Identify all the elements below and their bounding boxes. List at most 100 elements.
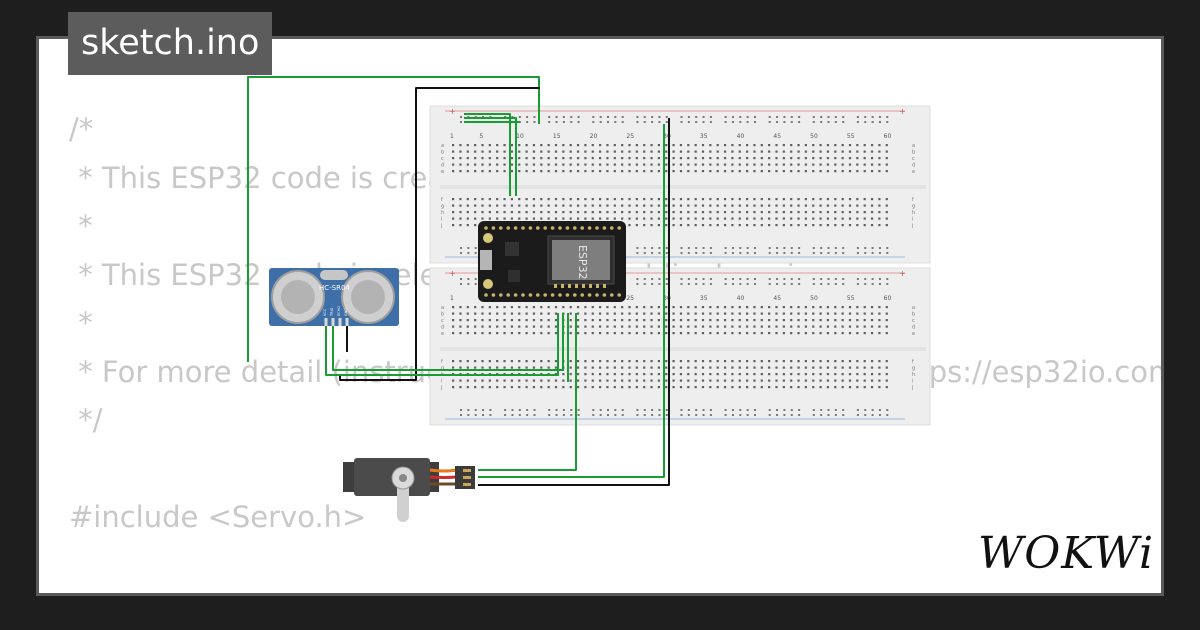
breadboard-hole bbox=[812, 217, 815, 220]
breadboard-hole bbox=[621, 366, 624, 369]
rail-hole bbox=[878, 414, 881, 416]
breadboard-hole bbox=[466, 217, 469, 220]
rail-hole bbox=[878, 121, 881, 123]
breadboard-hole bbox=[731, 360, 734, 363]
file-tab[interactable]: sketch.ino bbox=[68, 12, 273, 75]
breadboard-hole bbox=[878, 163, 881, 166]
servo-tab bbox=[343, 462, 357, 492]
rail-hole bbox=[526, 409, 529, 411]
breadboard-hole bbox=[870, 211, 874, 214]
breadboard-hole bbox=[569, 332, 572, 335]
breadboard-hole bbox=[584, 366, 587, 369]
breadboard-hole bbox=[510, 312, 513, 315]
breadboard-hole bbox=[599, 332, 602, 335]
breadboard-hole bbox=[701, 211, 705, 214]
breadboard-hole bbox=[562, 157, 565, 160]
breadboard-hole bbox=[812, 325, 815, 328]
breadboard-hole bbox=[613, 144, 616, 147]
breadboard-hole bbox=[848, 386, 852, 389]
rail-hole bbox=[592, 121, 595, 123]
connector-pin bbox=[463, 483, 471, 486]
breadboard-hole bbox=[510, 360, 513, 363]
esp32-pin bbox=[610, 226, 614, 230]
breadboard-hole bbox=[591, 312, 594, 315]
breadboard-hole bbox=[819, 306, 822, 309]
rail-hole bbox=[754, 252, 756, 254]
breadboard-hole bbox=[885, 217, 888, 220]
breadboard-hole bbox=[797, 366, 800, 369]
breadboard-hole bbox=[679, 386, 683, 389]
breadboard-hole bbox=[547, 379, 550, 382]
breadboard-hole bbox=[819, 386, 822, 389]
rail-hole bbox=[783, 252, 786, 254]
breadboard-hole bbox=[826, 211, 830, 214]
breadboard-hole bbox=[606, 360, 609, 363]
breadboard-hole bbox=[709, 332, 712, 335]
rail-hole bbox=[702, 283, 705, 285]
breadboard-hole bbox=[848, 373, 852, 376]
breadboard-hole bbox=[496, 306, 499, 309]
rail-hole bbox=[460, 116, 462, 118]
breadboard-hole bbox=[797, 306, 800, 309]
breadboard-hole bbox=[496, 386, 499, 389]
breadboard-hole bbox=[841, 163, 844, 166]
breadboard-hole bbox=[716, 204, 719, 207]
breadboard-hole bbox=[878, 312, 881, 315]
rail-hole bbox=[834, 283, 837, 285]
rail-hole bbox=[709, 409, 712, 411]
breadboard-hole bbox=[834, 312, 837, 315]
breadboard-hole bbox=[782, 204, 785, 207]
breadboard-hole bbox=[672, 224, 675, 227]
breadboard-hole bbox=[848, 312, 852, 315]
breadboard-hole bbox=[848, 144, 852, 147]
breadboard-hole bbox=[885, 366, 888, 369]
breadboard-hole bbox=[613, 373, 616, 376]
breadboard-hole bbox=[819, 312, 822, 315]
breadboard-hole bbox=[775, 163, 778, 166]
esp32-pin bbox=[602, 226, 607, 230]
breadboard-hole bbox=[694, 150, 697, 153]
breadboard-hole bbox=[510, 379, 513, 382]
breadboard-hole bbox=[591, 360, 594, 363]
breadboard-hole bbox=[672, 198, 675, 201]
breadboard-hole bbox=[863, 144, 866, 147]
breadboard-hole bbox=[635, 217, 638, 220]
rail-hole bbox=[474, 252, 477, 254]
breadboard-hole bbox=[554, 204, 558, 207]
breadboard-hole bbox=[753, 319, 756, 322]
breadboard-hole bbox=[547, 217, 550, 220]
rail-hole bbox=[864, 278, 867, 280]
breadboard-hole bbox=[709, 163, 712, 166]
breadboard-hole bbox=[606, 217, 609, 220]
row-letter: d bbox=[912, 325, 915, 331]
breadboard-hole bbox=[657, 217, 660, 220]
breadboard-hole bbox=[665, 163, 668, 166]
rail-hole bbox=[555, 414, 558, 416]
breadboard-hole bbox=[819, 373, 822, 376]
breadboard-hole bbox=[841, 150, 844, 153]
breadboard-hole bbox=[665, 150, 668, 153]
row-letter: e bbox=[912, 331, 915, 337]
breadboard-hole bbox=[841, 211, 844, 214]
row-letter: e bbox=[441, 331, 444, 337]
rail-hole bbox=[856, 116, 859, 118]
breadboard-hole bbox=[885, 150, 888, 153]
breadboard-hole bbox=[474, 144, 477, 147]
breadboard-hole bbox=[540, 379, 543, 382]
rail-hole bbox=[680, 278, 683, 280]
breadboard-hole bbox=[569, 379, 572, 382]
breadboard-hole bbox=[863, 332, 866, 335]
breadboard-hole bbox=[841, 386, 844, 389]
row-letter: d bbox=[912, 163, 915, 169]
rail-plus-label: + bbox=[899, 107, 906, 116]
rail-hole bbox=[665, 116, 668, 118]
breadboard-hole bbox=[510, 198, 513, 201]
breadboard-hole bbox=[459, 224, 462, 227]
breadboard-hole bbox=[804, 366, 807, 369]
breadboard-hole bbox=[753, 366, 756, 369]
breadboard-hole bbox=[672, 312, 675, 315]
breadboard-hole bbox=[481, 379, 484, 382]
wire-echo bbox=[332, 313, 564, 371]
breadboard-hole bbox=[672, 170, 675, 173]
breadboard-hole bbox=[657, 150, 660, 153]
